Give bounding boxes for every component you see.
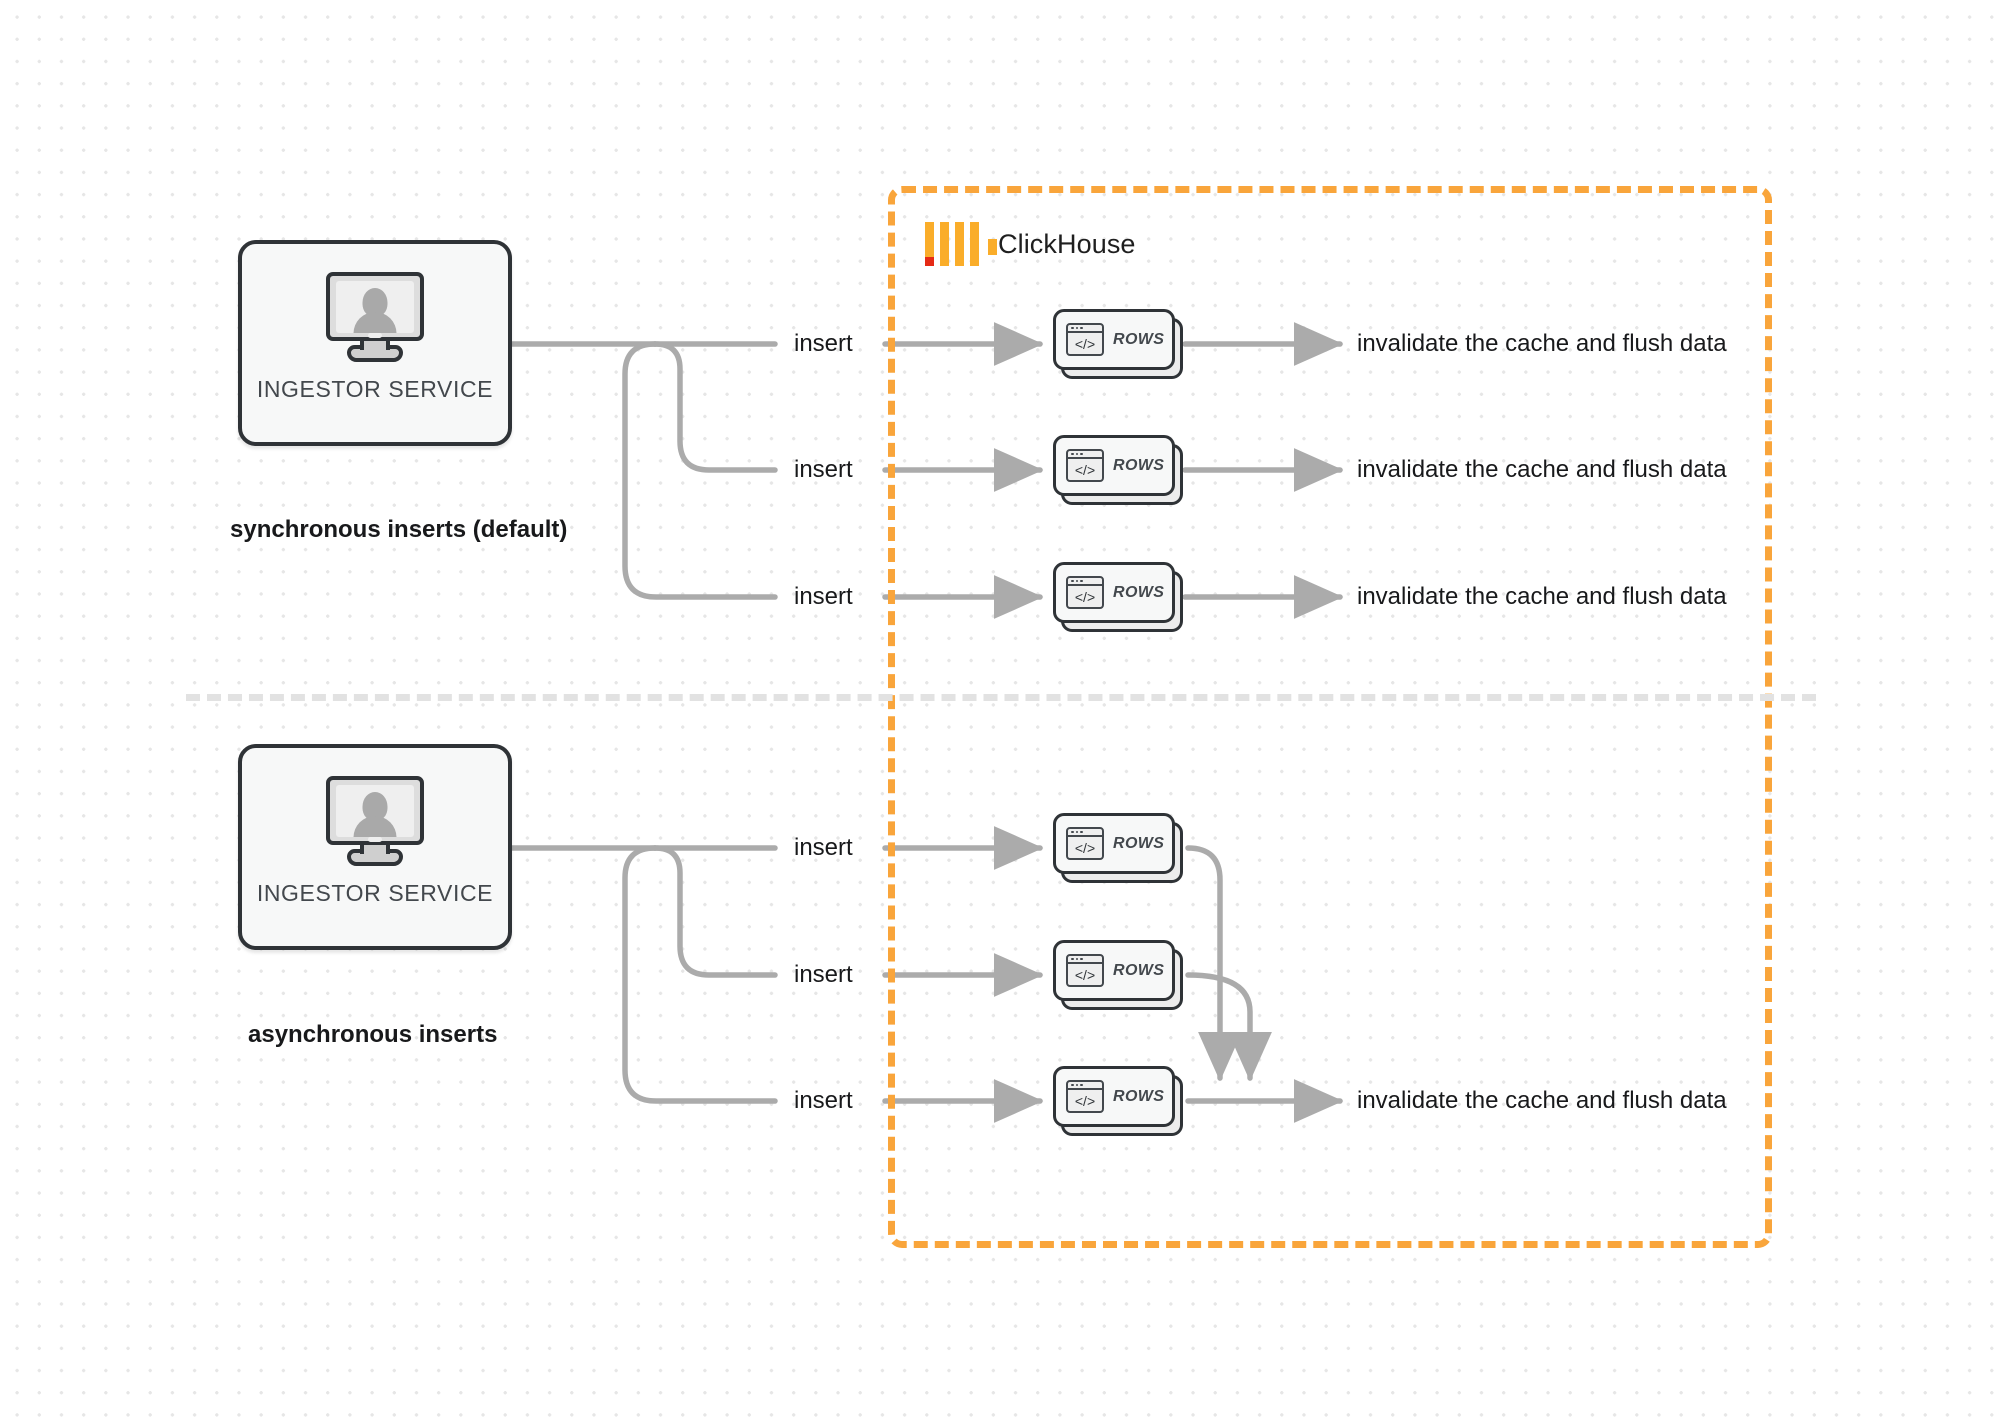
output-label-sync-2: invalidate the cache and flush data: [1357, 456, 1727, 483]
code-window-icon: </>: [1066, 827, 1104, 860]
rows-card-front: </> ROWS: [1053, 1066, 1175, 1127]
rows-card-front: </> ROWS: [1053, 309, 1175, 370]
clickhouse-logo-group: ClickHouse: [925, 222, 1136, 266]
rows-label: ROWS: [1113, 961, 1165, 979]
rows-label: ROWS: [1113, 583, 1165, 601]
rows-card-sync-1[interactable]: </> ROWS: [1053, 309, 1183, 379]
monitor-screen: [326, 776, 424, 845]
rows-label: ROWS: [1113, 1087, 1165, 1105]
clickhouse-boundary: [888, 186, 1772, 1248]
logo-bar-2: [940, 222, 949, 266]
rows-label: ROWS: [1113, 456, 1165, 474]
monitor-user-icon: [326, 776, 424, 866]
monitor-screen: [326, 272, 424, 341]
logo-bar-1: [925, 222, 934, 266]
output-label-sync-1: invalidate the cache and flush data: [1357, 330, 1727, 357]
logo-bar-red-accent: [925, 257, 934, 266]
rows-card-async-1[interactable]: </> ROWS: [1053, 813, 1183, 883]
rows-card-front: </> ROWS: [1053, 813, 1175, 874]
code-window-icon: </>: [1066, 449, 1104, 482]
rows-card-sync-2[interactable]: </> ROWS: [1053, 435, 1183, 505]
code-window-titlebar: [1068, 1082, 1102, 1090]
code-window-icon: </>: [1066, 1080, 1104, 1113]
rows-label: ROWS: [1113, 330, 1165, 348]
monitor-display: [336, 785, 414, 837]
code-window-icon: </>: [1066, 576, 1104, 609]
user-body-icon: [353, 312, 397, 333]
code-glyph: </>: [1074, 335, 1096, 352]
code-glyph: </>: [1074, 966, 1096, 983]
rows-card-front: </> ROWS: [1053, 562, 1175, 623]
ingestor-service-node-sync[interactable]: INGESTOR SERVICE: [238, 240, 512, 446]
code-glyph: </>: [1074, 839, 1096, 856]
clickhouse-logo: [925, 222, 997, 266]
code-window-titlebar: [1068, 578, 1102, 586]
code-window-titlebar: [1068, 829, 1102, 837]
code-glyph: </>: [1074, 1092, 1096, 1109]
edge-label-insert-sync-2: insert: [794, 456, 853, 483]
clickhouse-label: ClickHouse: [998, 228, 1136, 259]
edge-label-insert-sync-3: insert: [794, 583, 853, 610]
monitor-user-icon: [326, 272, 424, 362]
user-body-icon: [353, 816, 397, 837]
code-window-titlebar: [1068, 956, 1102, 964]
monitor-led: [368, 837, 382, 842]
logo-bar-3: [955, 222, 964, 266]
rows-card-sync-3[interactable]: </> ROWS: [1053, 562, 1183, 632]
rows-card-front: </> ROWS: [1053, 940, 1175, 1001]
logo-square-accent: [988, 239, 997, 255]
code-window-icon: </>: [1066, 954, 1104, 987]
edge-label-insert-async-3: insert: [794, 1087, 853, 1114]
ingestor-service-label-async: INGESTOR SERVICE: [256, 880, 494, 906]
code-glyph: </>: [1074, 461, 1096, 478]
rows-card-front: </> ROWS: [1053, 435, 1175, 496]
rows-card-async-2[interactable]: </> ROWS: [1053, 940, 1183, 1010]
section-divider: [186, 694, 1816, 701]
edge-label-insert-async-1: insert: [794, 834, 853, 861]
code-window-titlebar: [1068, 451, 1102, 459]
monitor-led: [368, 333, 382, 338]
edge-label-insert-async-2: insert: [794, 961, 853, 988]
logo-bar-4: [970, 222, 979, 266]
code-glyph: </>: [1074, 588, 1096, 605]
ingestor-service-node-async[interactable]: INGESTOR SERVICE: [238, 744, 512, 950]
section-caption-sync: synchronous inserts (default): [230, 516, 568, 543]
code-window-titlebar: [1068, 325, 1102, 333]
output-label-async-merged: invalidate the cache and flush data: [1357, 1087, 1727, 1114]
output-label-sync-3: invalidate the cache and flush data: [1357, 583, 1727, 610]
section-caption-async: asynchronous inserts: [248, 1021, 498, 1048]
monitor-display: [336, 281, 414, 333]
edge-label-insert-sync-1: insert: [794, 330, 853, 357]
code-window-icon: </>: [1066, 323, 1104, 356]
ingestor-service-label-sync: INGESTOR SERVICE: [256, 376, 494, 402]
rows-label: ROWS: [1113, 834, 1165, 852]
rows-card-async-3[interactable]: </> ROWS: [1053, 1066, 1183, 1136]
